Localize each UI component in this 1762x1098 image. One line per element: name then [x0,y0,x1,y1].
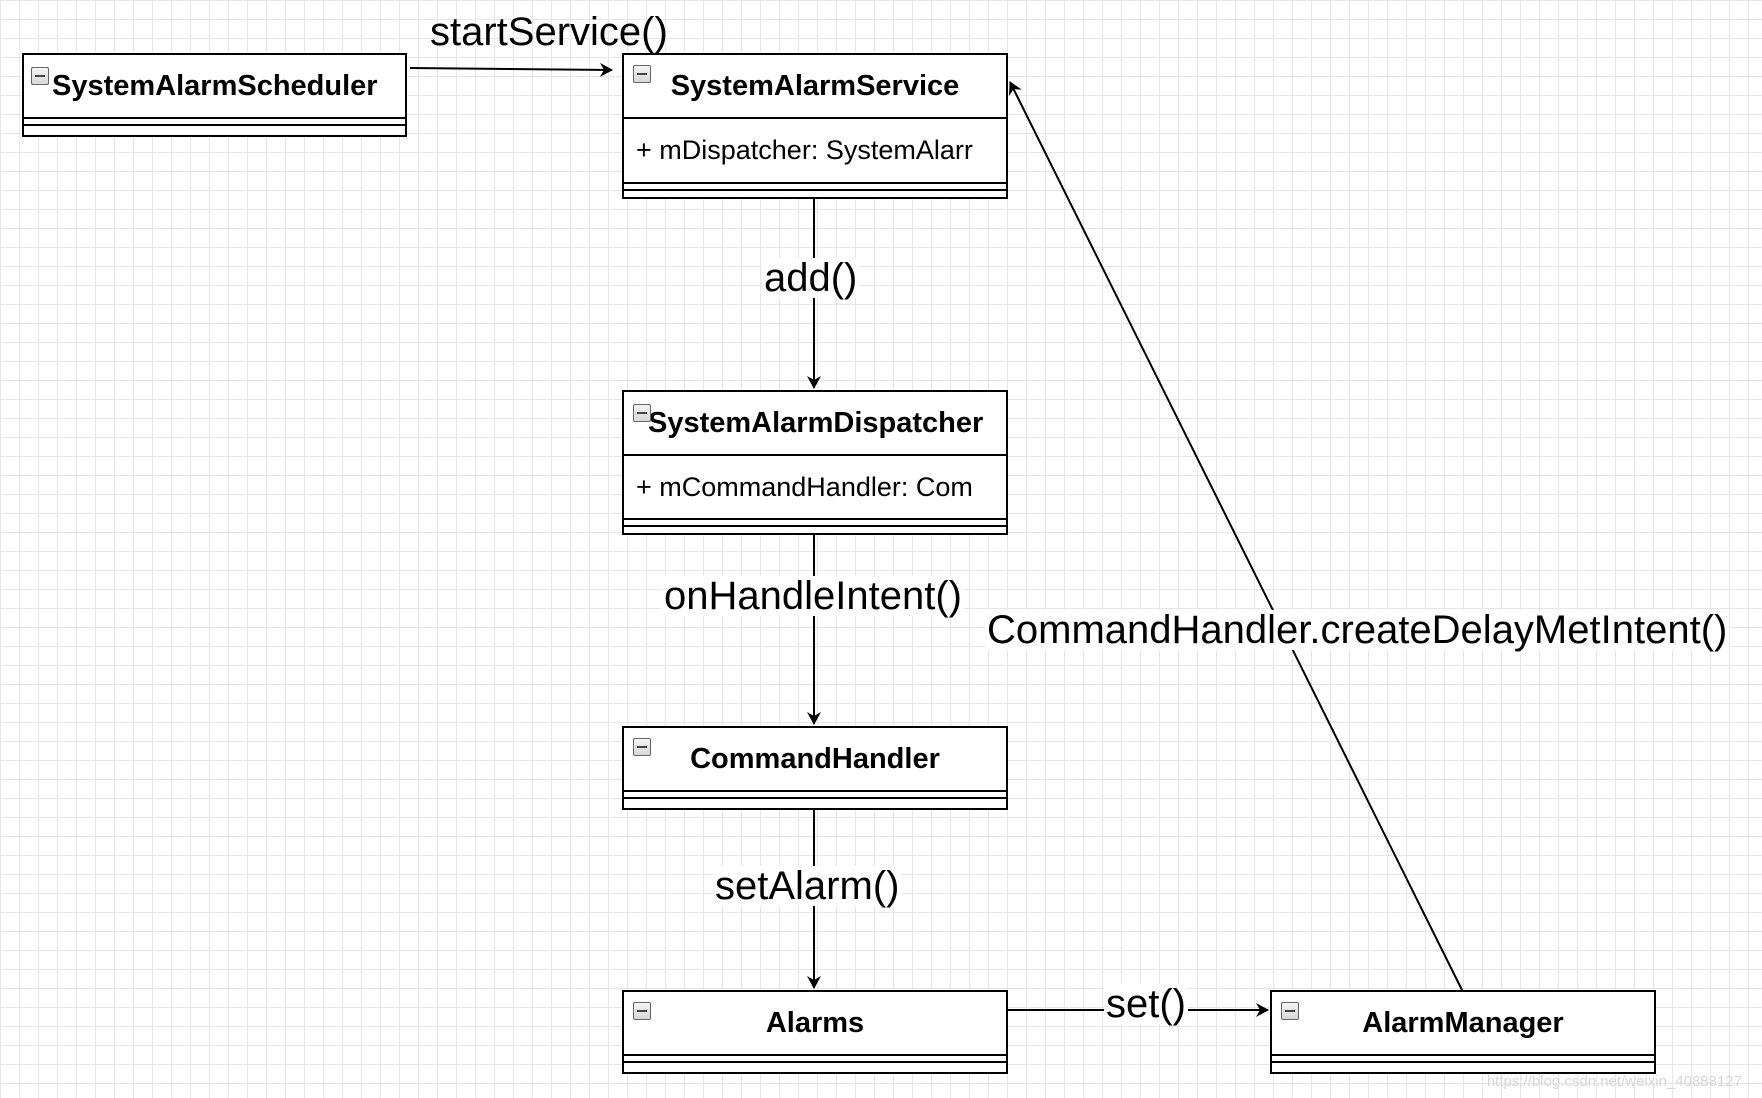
collapse-icon[interactable] [633,404,651,422]
class-system-alarm-service[interactable]: SystemAlarmService + mDispatcher: System… [622,53,1008,199]
collapse-icon[interactable] [633,1002,651,1020]
class-header: AlarmManager [1272,992,1654,1054]
class-field: + mDispatcher: SystemAlarr [624,117,1006,182]
edge-label-set: set() [1104,982,1188,1026]
class-header: SystemAlarmService [624,55,1006,117]
class-system-alarm-scheduler[interactable]: SystemAlarmScheduler [22,53,407,137]
class-alarm-manager[interactable]: AlarmManager [1270,990,1656,1074]
watermark: https://blog.csdn.net/weixin_40888127 [1486,1073,1742,1090]
edge-create-delay [1009,81,1463,991]
class-command-handler[interactable]: CommandHandler [622,726,1008,810]
class-methods-compartment [624,790,1006,799]
class-alarms[interactable]: Alarms [622,990,1008,1074]
edge-label-start-service: startService() [430,10,668,54]
class-name: CommandHandler [690,742,940,775]
class-methods-compartment [624,182,1006,191]
class-name: SystemAlarmService [670,69,960,102]
edge-label-on-handle-intent: onHandleIntent() [662,574,964,618]
class-header: SystemAlarmScheduler [24,55,405,117]
edge-start-service [409,62,613,77]
class-name: Alarms [765,1006,865,1039]
edge-label-create-delay: CommandHandler.createDelayMetIntent() [985,608,1730,652]
class-name: AlarmManager [1362,1006,1564,1039]
class-system-alarm-dispatcher[interactable]: SystemAlarmDispatcher + mCommandHandler:… [622,390,1008,535]
collapse-icon[interactable] [1281,1002,1299,1020]
class-methods-compartment [24,117,405,126]
class-name: SystemAlarmScheduler [52,69,378,102]
edge-label-add: add() [762,256,860,300]
class-field: + mCommandHandler: Com [624,454,1006,518]
class-methods-compartment [624,1054,1006,1063]
collapse-icon[interactable] [633,738,651,756]
collapse-icon[interactable] [633,65,651,83]
class-header: CommandHandler [624,728,1006,790]
collapse-icon[interactable] [31,67,49,85]
class-name: SystemAlarmDispatcher [648,406,984,439]
edge-label-set-alarm: setAlarm() [713,864,902,908]
class-header: Alarms [624,992,1006,1054]
class-methods-compartment [1272,1054,1654,1063]
class-header: SystemAlarmDispatcher [624,392,1006,454]
class-methods-compartment [624,518,1006,527]
